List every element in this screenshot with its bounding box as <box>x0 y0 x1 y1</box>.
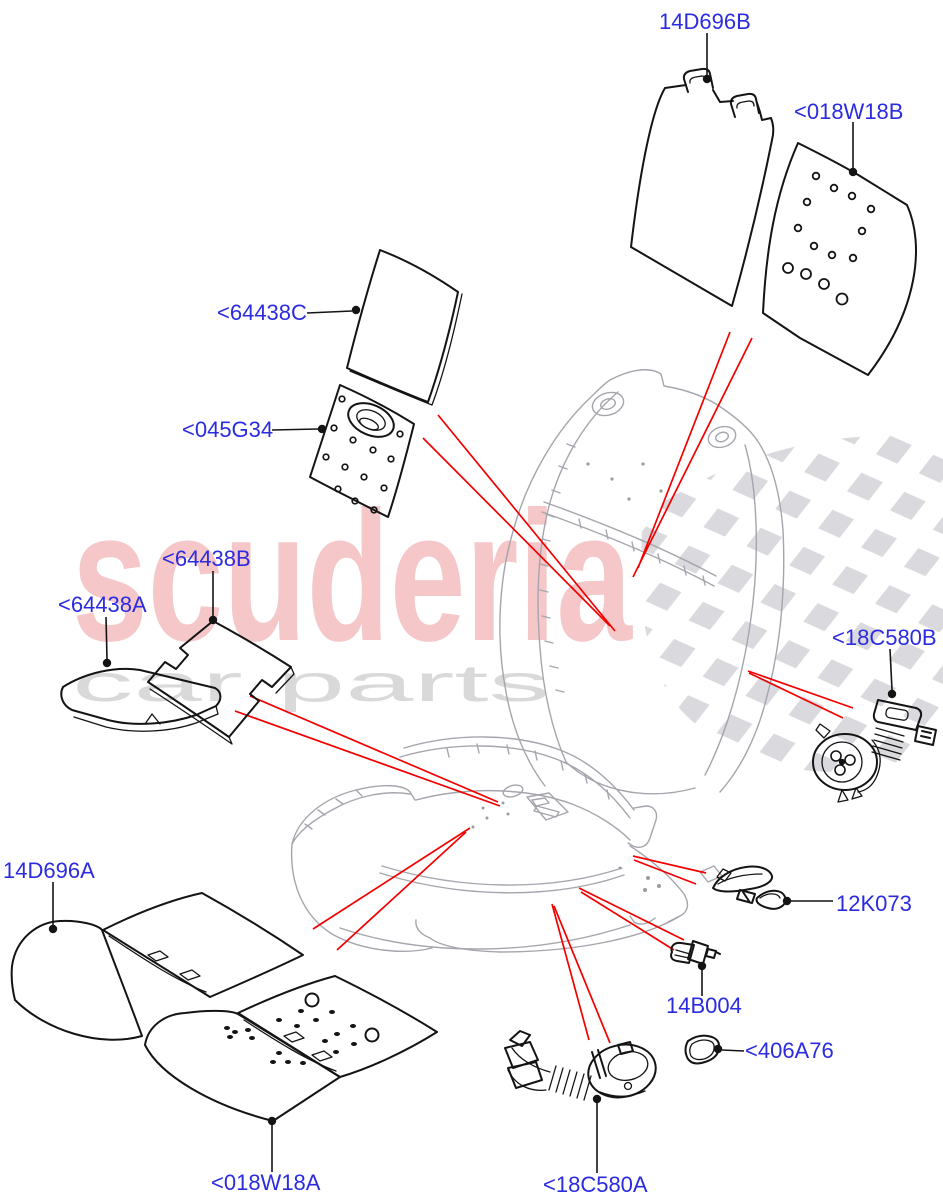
pad-018w18a-holes <box>224 1009 357 1065</box>
seat-back-outline <box>499 369 785 795</box>
seat-back-stitch-ticks <box>539 443 706 693</box>
pad-018w18b-drawing <box>762 142 917 376</box>
part-label-406a76[interactable]: <406A76 <box>745 1038 834 1063</box>
part-label-18c580b[interactable]: <18C580B <box>832 625 937 650</box>
pad-64438c-drawing <box>346 249 463 406</box>
seat-back-dots <box>586 462 663 501</box>
gasket-406a76-drawing <box>684 1034 721 1065</box>
checkered-flag-graphic <box>641 435 943 772</box>
part-label-12k073[interactable]: 12K073 <box>836 891 912 916</box>
sensor-14b004-drawing <box>670 940 721 965</box>
part-label-64438c[interactable]: <64438C <box>217 300 307 325</box>
blower-18c580b-hub <box>830 750 856 776</box>
part-label-018w18a[interactable]: <018W18A <box>211 1170 321 1195</box>
pad-64438b-drawing <box>147 620 295 745</box>
cushion-stitch-ticks <box>304 743 610 830</box>
part-label-64438a[interactable]: <64438A <box>58 592 147 617</box>
pad-018w18a-drawing <box>144 975 438 1122</box>
part-labels: 14D696B <018W18B <64438C <045G34 <64438B… <box>3 9 937 1197</box>
watermark-tagline-text: car parts <box>72 655 550 713</box>
part-drawings <box>10 67 937 1122</box>
cushion-rect-cutout <box>526 792 569 821</box>
leader-lines <box>48 33 897 1173</box>
part-label-045g34[interactable]: <045G34 <box>182 417 273 442</box>
seat-back-grommet-left <box>591 391 625 417</box>
pad-045g34-holes <box>322 395 404 514</box>
seat-cushion-outline <box>290 736 723 953</box>
part-label-14d696a[interactable]: 14D696A <box>3 858 95 883</box>
part-label-018w18b[interactable]: <018W18B <box>794 99 903 124</box>
cushion-side-bracket <box>629 865 723 925</box>
red-callout-lines <box>234 331 854 1044</box>
pad-14d696b-drawing <box>630 67 775 307</box>
part-label-14b004[interactable]: 14B004 <box>666 993 742 1018</box>
pad-018w18b-holes <box>782 171 876 306</box>
pad-14d696a-drawing <box>10 892 304 1041</box>
watermark: scuderia car parts <box>72 474 634 713</box>
seat-back-grommet-right <box>707 425 737 449</box>
part-label-14d696b[interactable]: 14D696B <box>659 9 751 34</box>
blower-18c580b-drawing <box>812 699 937 803</box>
cushion-dots <box>471 801 661 892</box>
pad-045g34-drawing <box>309 384 415 518</box>
blower-18c580a-drawing <box>504 1030 657 1101</box>
clip-12k073-drawing <box>712 865 787 910</box>
pad-64438a-drawing <box>60 667 222 732</box>
cushion-oval-cutout <box>502 784 524 798</box>
part-label-18c580a[interactable]: <18C580A <box>543 1172 648 1197</box>
part-label-64438b[interactable]: <64438B <box>162 546 251 571</box>
